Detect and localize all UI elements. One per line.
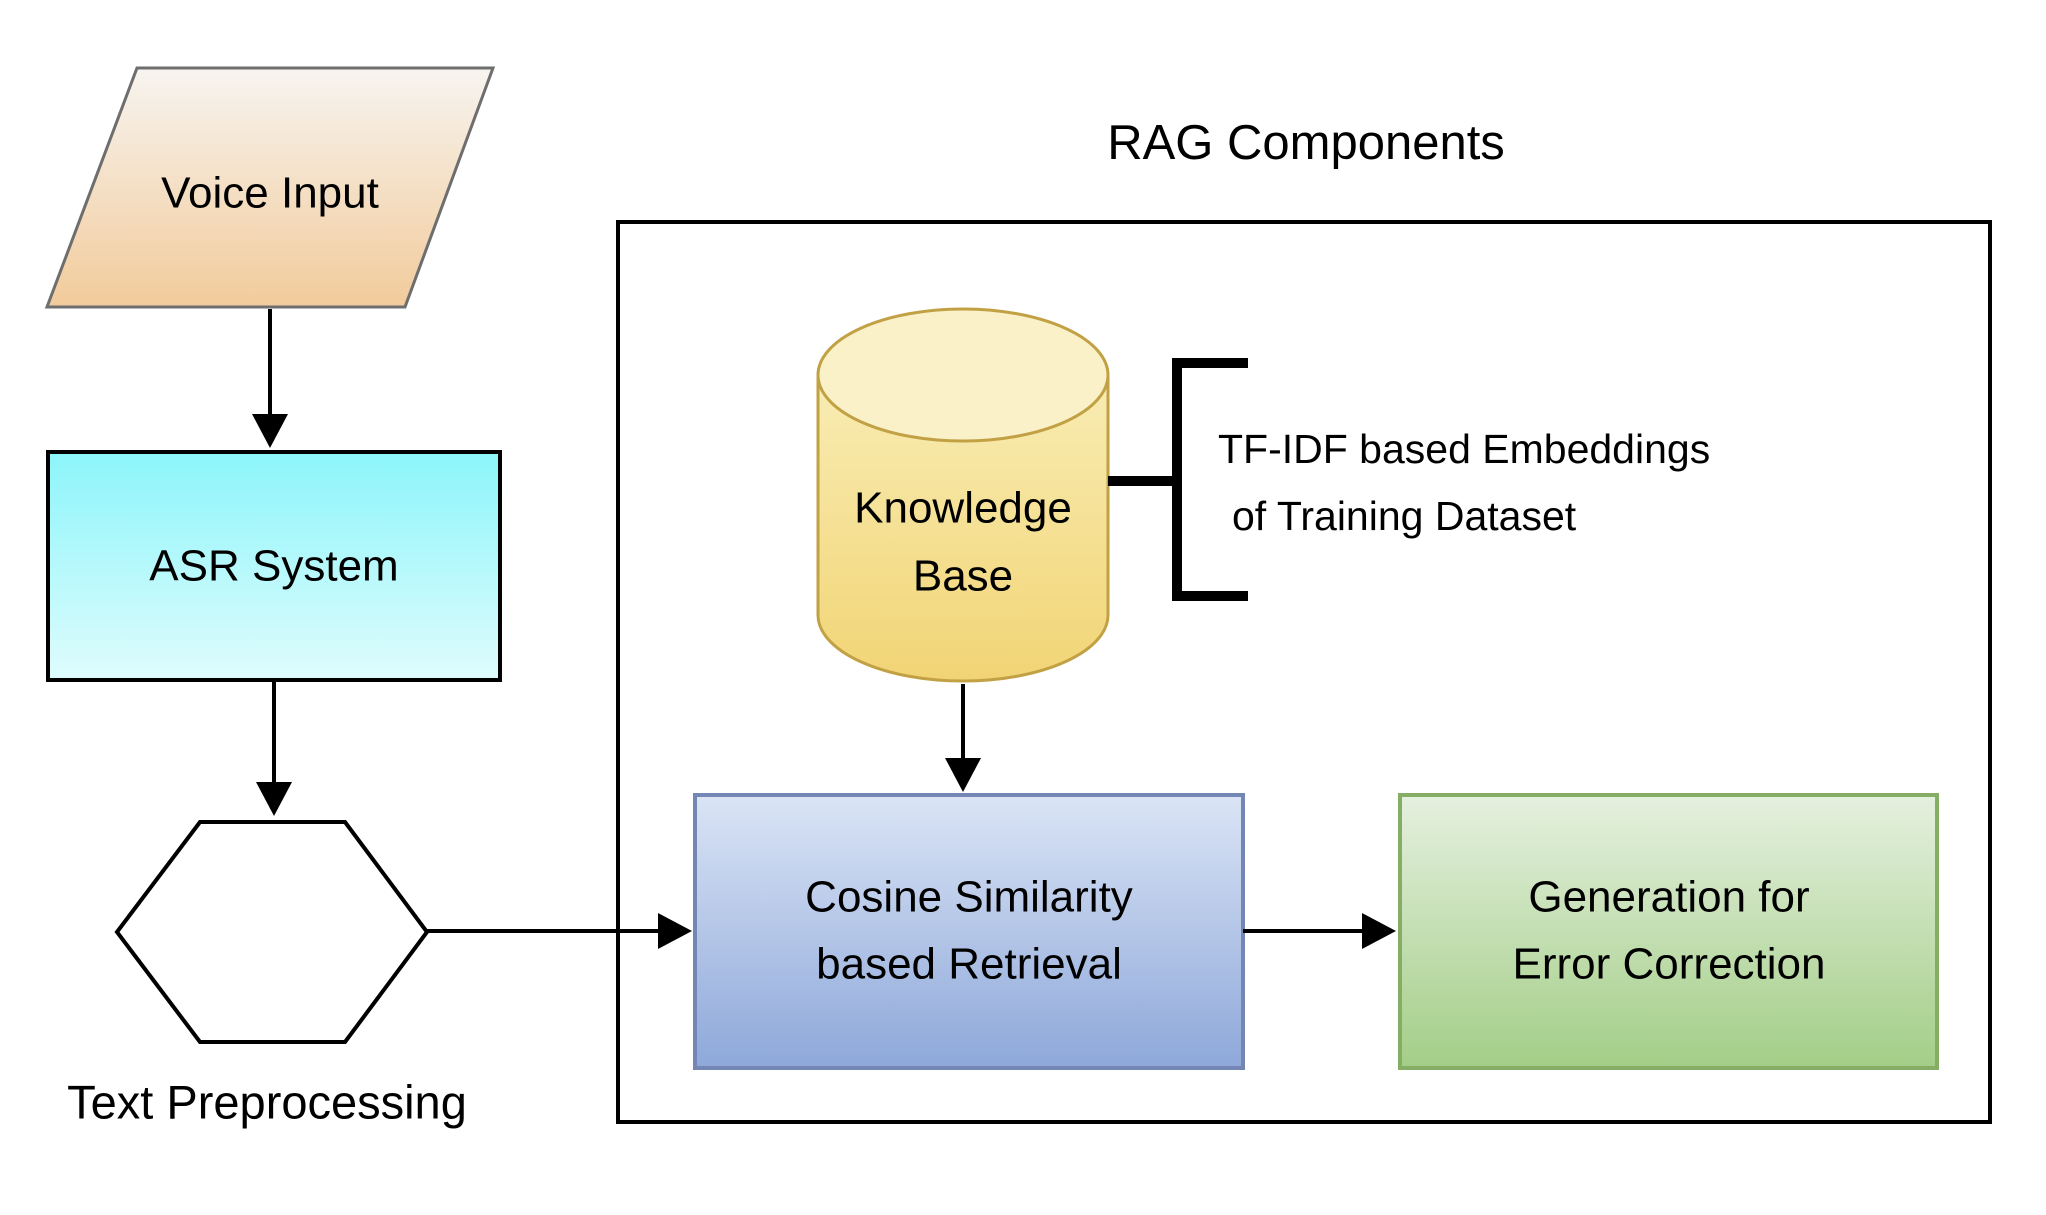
voice-input-node	[44, 66, 496, 309]
rag-components-title: RAG Components	[1107, 116, 1505, 170]
knowledge-base-cylinder: Knowledge Base	[816, 307, 1110, 683]
asr-system-node	[46, 450, 502, 682]
cosine-retrieval-label-line1: Cosine Similarity	[805, 873, 1133, 922]
cosine-retrieval-label-line2: based Retrieval	[816, 940, 1122, 989]
voice-input-label: Voice Input	[161, 169, 379, 218]
generation-label-line1: Generation for	[1528, 873, 1809, 922]
knowledge-base-label-line2: Base	[913, 552, 1013, 601]
knowledge-base-body	[816, 373, 1110, 683]
text-preprocessing-hexagon	[114, 820, 430, 1044]
tfidf-bracket	[1108, 358, 1248, 601]
tfidf-annotation-line1: TF-IDF based Embeddings	[1218, 426, 1710, 472]
cosine-retrieval-node	[693, 793, 1245, 1070]
knowledge-base-top	[816, 307, 1110, 443]
asr-system-label: ASR System	[149, 542, 398, 591]
text-preprocessing-label: Text Preprocessing	[67, 1076, 467, 1129]
generation-node	[1398, 793, 1939, 1070]
knowledge-base-label-line1: Knowledge	[854, 484, 1072, 533]
tfidf-annotation-line2: of Training Dataset	[1232, 493, 1577, 539]
generation-label-line2: Error Correction	[1513, 940, 1826, 989]
